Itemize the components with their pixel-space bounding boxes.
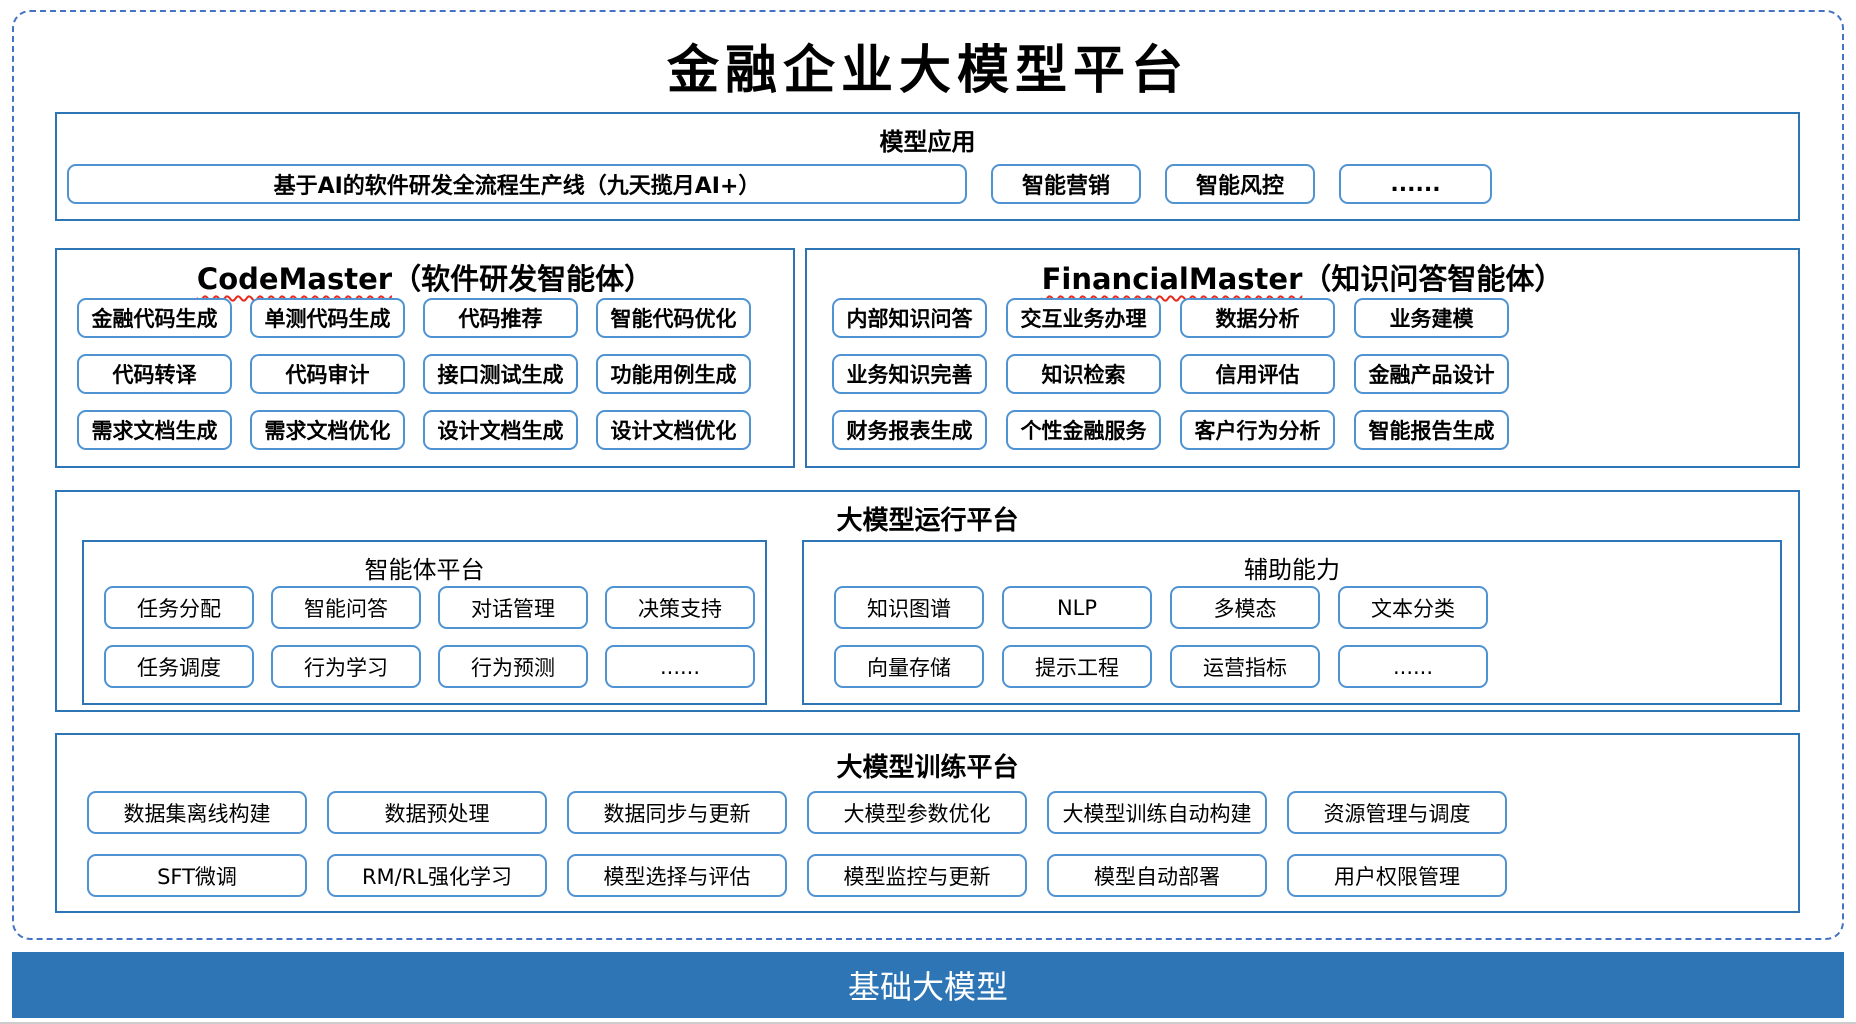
codemaster-item: 设计文档优化 [596,410,751,450]
agent-platform-item: 任务调度 [104,645,254,688]
aux-item: 知识图谱 [834,586,984,629]
agent-platform-box: 智能体平台 任务分配 智能问答 对话管理 决策支持 任务调度 行为学习 行为预测… [82,540,767,705]
codemaster-item: 单测代码生成 [250,298,405,338]
app-item: 智能营销 [991,164,1141,204]
aux-item: 向量存储 [834,645,984,688]
agent-platform-item-ellipsis: ...... [605,645,755,688]
financialmaster-item: 业务知识完善 [832,354,987,394]
aux-item: NLP [1002,586,1152,629]
training-item: 模型选择与评估 [567,854,787,897]
training-grid: 数据集离线构建 数据预处理 数据同步与更新 大模型参数优化 大模型训练自动构建 … [87,791,1507,897]
agent-platform-grid: 任务分配 智能问答 对话管理 决策支持 任务调度 行为学习 行为预测 .....… [104,586,755,688]
section-runtime-title: 大模型运行平台 [836,506,1019,536]
section-financialmaster-title: FinancialMaster（知识问答智能体） [807,256,1798,298]
codemaster-item: 代码转译 [77,354,232,394]
training-item: 资源管理与调度 [1287,791,1507,834]
aux-item: 多模态 [1170,586,1320,629]
model-applications-row: 基于AI的软件研发全流程生产线（九天揽月AI+） 智能营销 智能风控 .....… [67,164,1492,204]
section-model-applications-title: 模型应用 [879,128,976,156]
financialmaster-item: 业务建模 [1354,298,1509,338]
agent-platform-item: 行为学习 [271,645,421,688]
section-runtime-platform: 大模型运行平台 智能体平台 任务分配 智能问答 对话管理 决策支持 任务调度 行… [55,490,1800,712]
app-item: 智能风控 [1165,164,1315,204]
financialmaster-subtitle: （知识问答智能体） [1302,262,1564,296]
app-item-ellipsis: ...... [1339,164,1492,204]
codemaster-item: 金融代码生成 [77,298,232,338]
codemaster-item: 需求文档优化 [250,410,405,450]
codemaster-item: 智能代码优化 [596,298,751,338]
base-model-bar: 基础大模型 [12,952,1844,1018]
financialmaster-item: 内部知识问答 [832,298,987,338]
agent-platform-item: 行为预测 [438,645,588,688]
section-financialmaster: FinancialMaster（知识问答智能体） 内部知识问答 交互业务办理 数… [805,248,1800,468]
training-item: RM/RL强化学习 [327,854,547,897]
codemaster-item: 需求文档生成 [77,410,232,450]
codemaster-item: 代码推荐 [423,298,578,338]
aux-item-ellipsis: ...... [1338,645,1488,688]
financialmaster-item: 客户行为分析 [1180,410,1335,450]
training-item: 数据同步与更新 [567,791,787,834]
training-item: 大模型训练自动构建 [1047,791,1267,834]
section-codemaster-title: CodeMaster（软件研发智能体） [57,256,793,298]
section-training-title: 大模型训练平台 [836,753,1019,783]
financialmaster-item: 信用评估 [1180,354,1335,394]
agent-platform-item: 智能问答 [271,586,421,629]
codemaster-subtitle: （软件研发智能体） [392,262,654,296]
training-item: 大模型参数优化 [807,791,1027,834]
training-item: 数据预处理 [327,791,547,834]
financialmaster-grid: 内部知识问答 交互业务办理 数据分析 业务建模 业务知识完善 知识检索 信用评估… [832,298,1509,450]
codemaster-item: 代码审计 [250,354,405,394]
aux-item: 运营指标 [1170,645,1320,688]
financialmaster-item: 财务报表生成 [832,410,987,450]
section-model-applications: 模型应用 基于AI的软件研发全流程生产线（九天揽月AI+） 智能营销 智能风控 … [55,112,1800,221]
codemaster-name: CodeMaster [196,262,393,296]
base-model-label: 基础大模型 [847,968,1008,1006]
aux-capability-title: 辅助能力 [1244,556,1340,584]
financialmaster-item: 个性金融服务 [1006,410,1161,450]
financialmaster-item: 交互业务办理 [1006,298,1161,338]
agent-platform-item: 对话管理 [438,586,588,629]
agent-platform-title: 智能体平台 [364,556,485,584]
aux-capability-grid: 知识图谱 NLP 多模态 文本分类 向量存储 提示工程 运营指标 ...... [834,586,1488,688]
training-item: 模型监控与更新 [807,854,1027,897]
financialmaster-name: FinancialMaster [1041,262,1303,296]
page-title: 金融企业大模型平台 [666,40,1189,101]
financialmaster-item: 数据分析 [1180,298,1335,338]
codemaster-grid: 金融代码生成 单测代码生成 代码推荐 智能代码优化 代码转译 代码审计 接口测试… [77,298,751,450]
training-item: 数据集离线构建 [87,791,307,834]
window-bottom-edge [0,1022,1856,1024]
section-codemaster: CodeMaster（软件研发智能体） 金融代码生成 单测代码生成 代码推荐 智… [55,248,795,468]
section-training-platform: 大模型训练平台 数据集离线构建 数据预处理 数据同步与更新 大模型参数优化 大模… [55,733,1800,913]
financialmaster-item: 知识检索 [1006,354,1161,394]
aux-capability-box: 辅助能力 知识图谱 NLP 多模态 文本分类 向量存储 提示工程 运营指标 ..… [802,540,1782,705]
training-item: 模型自动部署 [1047,854,1267,897]
codemaster-item: 功能用例生成 [596,354,751,394]
app-pipeline-box: 基于AI的软件研发全流程生产线（九天揽月AI+） [67,164,967,204]
codemaster-item: 设计文档生成 [423,410,578,450]
financialmaster-item: 金融产品设计 [1354,354,1509,394]
financialmaster-item: 智能报告生成 [1354,410,1509,450]
training-item: 用户权限管理 [1287,854,1507,897]
training-item: SFT微调 [87,854,307,897]
agent-platform-item: 决策支持 [605,586,755,629]
aux-item: 文本分类 [1338,586,1488,629]
codemaster-item: 接口测试生成 [423,354,578,394]
aux-item: 提示工程 [1002,645,1152,688]
outer-dashed-frame [12,10,1844,940]
agent-platform-item: 任务分配 [104,586,254,629]
